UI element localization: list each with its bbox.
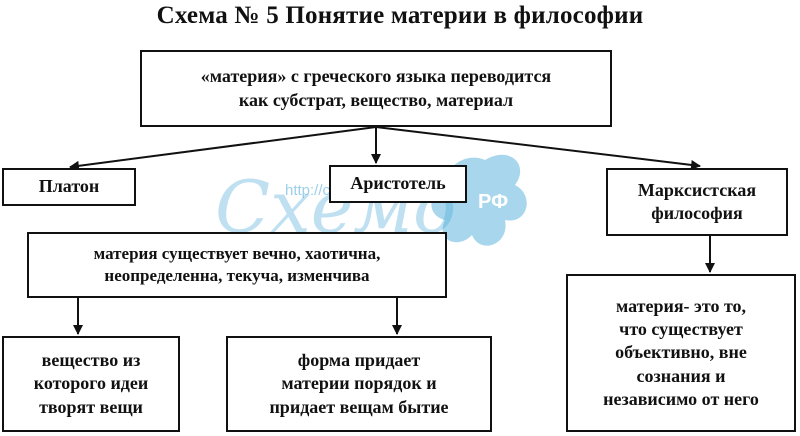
- marxist-line1: Марксистская: [637, 179, 757, 200]
- aristotle-result-line3: придает вещам бытие: [269, 396, 449, 417]
- plato-box: Платон: [2, 168, 136, 206]
- marxist-line2: философия: [651, 203, 743, 223]
- marxist-result-line3: объективно, вне: [615, 342, 747, 363]
- aristotle-box: Аристотель: [329, 165, 467, 203]
- diagram-title: Схема № 5 Понятие материи в философии: [156, 2, 644, 29]
- shared-line1: материя существует вечно, хаотична,: [93, 243, 381, 263]
- arrow-to-plato: [69, 126, 377, 171]
- arrow-to-marxist: [375, 126, 701, 170]
- marxist-result-line4: сознания и: [636, 365, 726, 386]
- shared-line2: неопределенна, текуча, изменчива: [104, 266, 370, 285]
- aristotle-result-box: форма придает материи порядок и придает …: [226, 336, 492, 432]
- marxist-result-line2: что существует: [619, 318, 743, 339]
- marxist-result-line1: материя- это то,: [615, 295, 747, 316]
- plato-label: Платон: [38, 176, 100, 197]
- plato-result-box: вещество из которого идеи творят вещи: [2, 336, 180, 432]
- aristotle-label: Аристотель: [350, 173, 446, 194]
- plato-result-line3: творят вещи: [39, 396, 143, 417]
- top-box-line2: как субстрат, вещество, материал: [238, 89, 514, 110]
- marxist-result-box: материя- это то, что существует объектив…: [566, 274, 796, 432]
- marxist-result-line5: независимо от него: [603, 389, 759, 410]
- aristotle-result-line2: материи порядок и: [281, 373, 437, 394]
- aristotle-result-line1: форма придает: [297, 349, 421, 370]
- marxist-box: Марксистская философия: [606, 168, 788, 236]
- top-box-line1: «материя» с греческого языка переводится: [200, 66, 552, 87]
- shared-matter-box: материя существует вечно, хаотична, неоп…: [27, 232, 447, 298]
- top-definition-box: «материя» с греческого языка переводится…: [140, 50, 612, 127]
- plato-result-line2: которого идеи: [33, 373, 149, 394]
- plato-result-line1: вещество из: [41, 349, 141, 370]
